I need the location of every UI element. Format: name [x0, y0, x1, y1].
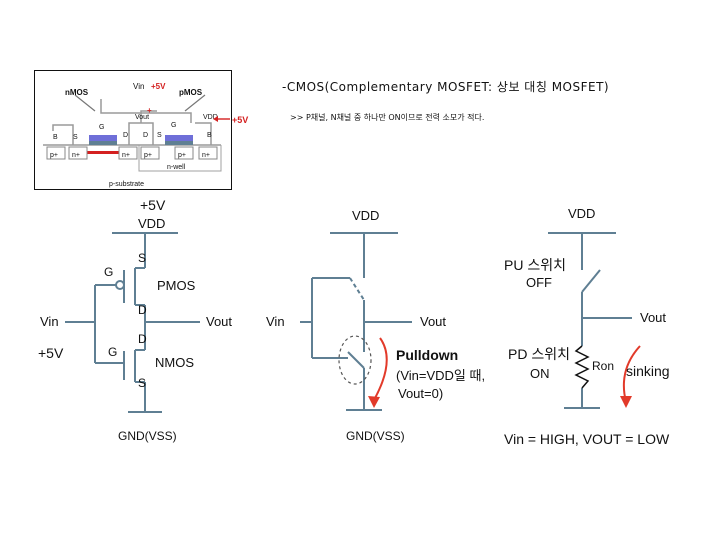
switch-vin-label: Vin — [266, 314, 285, 329]
nmos-label: nMOS — [65, 88, 89, 97]
pu-switch-label: PU 스위치 — [504, 257, 566, 273]
nmos-pointer — [74, 94, 96, 112]
nmos-gate-poly — [89, 141, 117, 145]
p-plus-label-3: p+ — [178, 152, 186, 159]
n-well-outline — [138, 145, 222, 172]
vout-label: Vout — [135, 114, 149, 121]
pmos-gate-label: G — [104, 265, 113, 279]
cmos-cross-section-figure: nMOS pMOS Vin +5V + Vout VDD B S G D D S… — [43, 82, 222, 188]
vin-supply-label: +5V — [38, 345, 64, 361]
gate-label-right: G — [171, 122, 176, 129]
vout-wire — [140, 110, 157, 123]
n-plus-label-3: n+ — [202, 152, 210, 159]
drain-label-left: D — [123, 132, 128, 139]
n-plus-region-right — [198, 146, 218, 160]
nmos-gate-oxide — [89, 135, 117, 141]
n-plus-region-mid — [118, 146, 138, 160]
pulldown-arrowhead — [368, 396, 380, 408]
source-label-left: S — [73, 134, 78, 141]
pu-switch-control — [349, 277, 365, 301]
pd-switch-label: PD 스위치 — [508, 346, 570, 362]
vdd-arrow-group: +5V — [213, 115, 248, 125]
p-plus-region-mid — [140, 146, 160, 160]
gate-label-left: G — [99, 124, 104, 131]
pulldown-condition-2: Vout=0) — [398, 386, 443, 401]
body-label-right: B — [207, 132, 212, 139]
cmos-cross-section-panel: nMOS pMOS Vin +5V + Vout VDD B S G D D S… — [34, 70, 232, 190]
plus-sign-label: + — [147, 106, 152, 115]
nmos-drain-label: D — [138, 332, 147, 346]
drain-label-right: D — [143, 132, 148, 139]
vin-label: Vin — [133, 82, 144, 91]
p-plus-label-1: p+ — [50, 152, 58, 159]
output-equation: Vin = HIGH, VOUT = LOW — [504, 431, 670, 447]
res-vdd-label: VDD — [568, 206, 595, 221]
vdd-label: VDD — [203, 114, 218, 121]
body-wire-left — [52, 124, 61, 131]
nmos-source-label: S — [138, 376, 146, 390]
pulldown-current-arrow — [373, 337, 388, 401]
p-plus-region-left — [46, 146, 66, 160]
switch-vout-label: Vout — [420, 314, 446, 329]
switch-vdd-label: VDD — [352, 208, 379, 223]
pmos-label: pMOS — [179, 88, 203, 97]
pulldown-label: Pulldown — [396, 347, 458, 363]
vdd-wire — [195, 122, 212, 145]
pu-switch-blade — [581, 269, 601, 293]
vdd-arrow-label: +5V — [232, 115, 248, 125]
pmos-gate-poly — [165, 141, 193, 145]
inverter-vdd-label: VDD — [138, 216, 165, 231]
pd-switch-state: ON — [530, 366, 550, 381]
page-title: -CMOS(Complementary MOSFET: 상보 대칭 MOSFET… — [282, 80, 610, 94]
n-plus-region-left — [68, 146, 88, 160]
switch-ground-label: GND(VSS) — [346, 429, 405, 443]
nmos-gate-label: G — [108, 345, 117, 359]
subtitle-note: >> P채널, N채널 중 하나만 ON이므로 전력 소모가 적다. — [290, 113, 485, 122]
nmos-channel — [87, 151, 119, 154]
pu-switch-state: OFF — [526, 275, 552, 290]
pmos-gate-oxide — [165, 135, 193, 141]
ron-label: Ron — [592, 359, 614, 373]
n-plus-label-1: n+ — [72, 152, 80, 159]
pmos-source-label: S — [138, 251, 146, 265]
source-label-right: S — [157, 132, 162, 139]
n-plus-label-2: n+ — [122, 152, 130, 159]
pd-switch-blade — [347, 351, 365, 369]
inverter-vout-label: Vout — [206, 314, 232, 329]
inverter-ground-label: GND(VSS) — [118, 429, 177, 443]
source-wire-left — [61, 124, 74, 145]
body-label-left: B — [53, 134, 58, 141]
pmos-inversion-bubble — [115, 280, 125, 290]
sinking-label: sinking — [626, 363, 670, 379]
inverter-vin-label: Vin — [40, 314, 59, 329]
nmos-label: NMOS — [155, 355, 194, 370]
pmos-label: PMOS — [157, 278, 196, 293]
p-plus-label-2: p+ — [144, 152, 152, 159]
n-well-label: n-well — [167, 164, 186, 171]
pulldown-condition-1: (Vin=VDD일 때, — [396, 368, 485, 383]
pmos-drain-label: D — [138, 303, 147, 317]
pulldown-highlight — [338, 335, 372, 385]
inverter-supply-label: +5V — [140, 197, 166, 213]
res-vout-label: Vout — [640, 310, 666, 325]
gate-voltage-label: +5V — [151, 82, 166, 91]
vdd-arrow-head — [213, 116, 218, 122]
p-substrate-label: p-substrate — [109, 181, 144, 188]
sinking-arrowhead — [620, 396, 632, 408]
gate-interconnect — [100, 99, 192, 123]
p-plus-region-right — [174, 146, 194, 160]
pmos-pointer — [184, 94, 206, 112]
ron-resistor — [574, 345, 590, 389]
